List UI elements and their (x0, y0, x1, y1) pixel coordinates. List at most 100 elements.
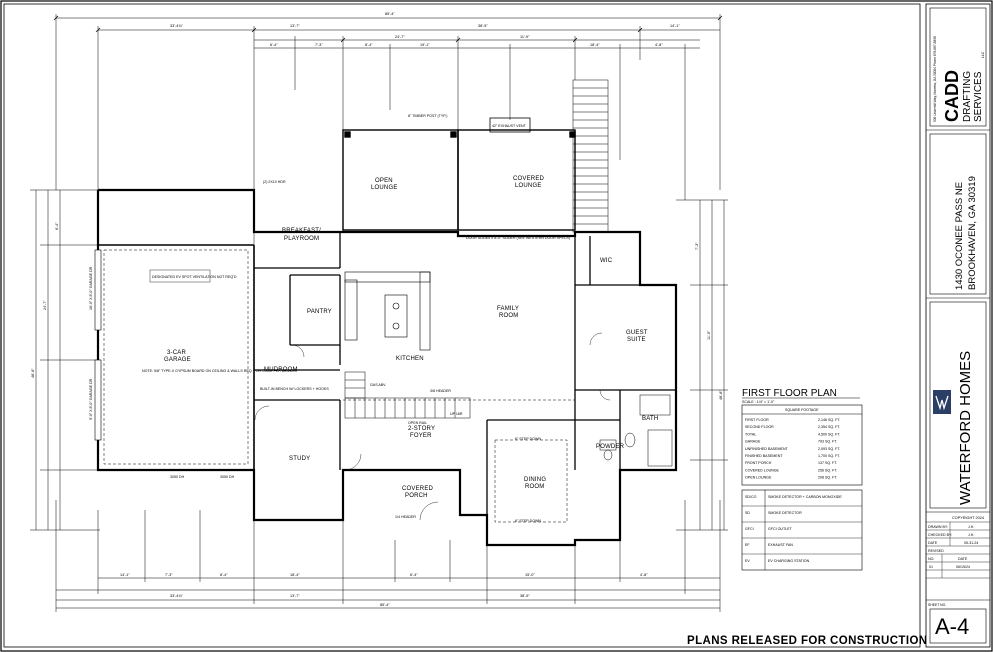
sqft-row-value: 1,700 SQ. FT. (818, 454, 840, 458)
firm-name-drafting: DRAFTING (962, 71, 973, 122)
room-dining-2: ROOM (525, 484, 544, 490)
dim-bottom-10: 38'-5" (520, 594, 530, 598)
garage-door-label-1: 16'-0" X 8'-0" GARAGE DR. (89, 266, 93, 310)
sqft-row-value: 208 SQ. FT. (818, 476, 837, 480)
dim-top-a: 33'-4¾" (170, 24, 183, 28)
note-slider: 4 X 8'-0" SLIDER (SEE WESTERN DOOR SPECS… (488, 236, 570, 240)
legend-label: EV CHARGING STATION (768, 559, 810, 563)
sqft-row-label: FRONT PORCH (745, 461, 772, 465)
sqft-row-label: TOTAL (745, 432, 756, 436)
sqft-row-value: 2,093 SQ. FT. (818, 447, 840, 451)
revised-label: REVISED (928, 549, 944, 553)
dim-bottom-2: 7'-3" (165, 573, 173, 577)
room-garage-1: 3-CAR (167, 350, 186, 356)
firm-name-services: SERVICES (973, 71, 984, 122)
room-open-lounge-1: OPEN (375, 178, 393, 184)
plan-notes: 8" TIMBER POST (TYP.) 42" EXHAUST VENT 4… (142, 114, 570, 523)
room-labels: OPEN LOUNGE COVERED LOUNGE BREAKFAST/ PL… (164, 176, 658, 499)
dim-bottom-6: 15'-0" (525, 573, 535, 577)
exterior-stair (572, 79, 609, 233)
room-family-2: ROOM (499, 313, 518, 319)
sheet-info-table (926, 521, 990, 579)
sqft-row-label: FIRST FLOOR (745, 418, 769, 422)
kitchen-cabinets (344, 271, 431, 351)
title-block: CADD DRAFTING SERVICES LLC 506 Underhill… (925, 3, 991, 648)
garage-doors (94, 249, 102, 441)
sqft-row-value: 2,354 SQ. FT. (818, 425, 840, 429)
side-dimensions (30, 189, 728, 531)
room-foyer-2: FOYER (410, 433, 432, 439)
overall-depth-dim-right: 48'-8" (719, 390, 723, 400)
legend-symbol: SD/CO (745, 495, 757, 499)
rev-date-label: DATE (958, 557, 968, 561)
interior-walls (254, 232, 676, 515)
bottom-dimensions (55, 500, 721, 612)
legend-label: GFCI OUTLET (768, 527, 793, 531)
overall-depth-dim: 48'-8" (31, 368, 35, 378)
door-swings (254, 332, 611, 521)
dim-bottom-7: 4'-8" (640, 573, 648, 577)
dim-top-e: 24'-7" (395, 35, 405, 39)
overall-width-dim: 85'-4" (385, 12, 395, 16)
dim-top-l: 18'-4" (590, 43, 600, 47)
dim-top-d: 14'-1" (670, 24, 680, 28)
client-name: WATERFORD HOMES (957, 351, 974, 505)
room-family-1: FAMILY (497, 306, 519, 312)
dining-outline (343, 399, 575, 523)
sqft-row-label: GARAGE (745, 440, 761, 444)
bath-fixtures (599, 394, 673, 467)
note-header-2: 1/4 HEADER (395, 515, 416, 519)
sqft-row-label: COVERED LOUNGE (745, 468, 780, 472)
dim-top-c: 38'-5" (478, 24, 488, 28)
firm-address: 506 Underhill Way, Marietta, GA 30064 Ph… (933, 36, 937, 122)
note-door-slide: DOOR SLIDE (466, 236, 489, 240)
rev-no-label: NO. (928, 557, 934, 561)
sheet-no-label: SHEET NO. (928, 603, 946, 607)
room-covered-lounge-2: LOUNGE (515, 183, 542, 189)
legend-symbol: EV (745, 559, 750, 563)
checked-by-label: CHECKED BY: (928, 533, 952, 537)
sqft-row-value: 256 SQ. FT. (818, 468, 837, 472)
room-guest-2: SUITE (627, 337, 646, 343)
project-address-line-1: 1430 OCONEE PASS NE (954, 182, 965, 290)
plan-scale: SCALE : 1/4" = 1'-0" (742, 400, 775, 404)
drawn-by-label: DRAWN BY: (928, 525, 948, 529)
room-dining-1: DINING (524, 477, 546, 483)
sqft-rows: FIRST FLOOR 2,146 SQ. FT. SECOND FLOOR 2,35… (745, 418, 840, 480)
sqft-row-label: SECOND FLOOR (745, 425, 774, 429)
dim-bottom-9: 13'-7" (290, 594, 300, 598)
room-covered-lounge-1: COVERED (513, 176, 545, 182)
legend-symbol: EF (745, 543, 750, 547)
note-header-1: 3/8 HEADER (430, 389, 451, 393)
rev-date: 06/15/24 (956, 565, 970, 569)
room-kitchen: KITCHEN (396, 356, 424, 362)
drawn-by: J.H. (968, 525, 974, 529)
sqft-row-value: 137 SQ. FT. (818, 461, 837, 465)
legend-symbol: SD (745, 511, 750, 515)
room-garage-2: GARAGE (164, 357, 191, 363)
date-value: 05-31-24 (964, 541, 978, 545)
footer-released: PLANS RELEASED FOR CONSTRUCTION (687, 635, 928, 647)
top-dimension-ticks (53, 15, 723, 43)
room-powder: POWDER (596, 444, 625, 450)
room-open-lounge-2: LOUNGE (371, 185, 398, 191)
dim-bottom-5: 6'-4" (410, 573, 418, 577)
exterior-walls (96, 188, 678, 547)
dim-top-m: 4'-8" (655, 43, 663, 47)
legend-label: EXHAUST FAN (768, 543, 793, 547)
note-up-treads: UP 16R (450, 412, 463, 416)
overall-width-dim-bottom: 85'-4" (380, 603, 390, 607)
room-guest-1: GUEST (626, 330, 648, 336)
plan-title: FIRST FLOOR PLAN SCALE : 1/4" = 1'-0" (742, 388, 860, 404)
note-timber-post: 8" TIMBER POST (TYP.) (408, 114, 447, 118)
interior-stair (344, 371, 471, 419)
note-open-rail: OPEN RAIL (408, 421, 427, 425)
dim-top-j: 8'-4" (365, 43, 373, 47)
first-floor-plan-title: FIRST FLOOR PLAN (742, 388, 837, 399)
legend-label: SMOKE DETECTOR + CARBON MONOXIDE (768, 495, 842, 499)
sqft-row-value: 2,146 SQ. FT. (818, 418, 840, 422)
dim-left-1: 24'-7" (43, 300, 47, 310)
dim-bottom-8: 33'-4¾" (170, 594, 183, 598)
